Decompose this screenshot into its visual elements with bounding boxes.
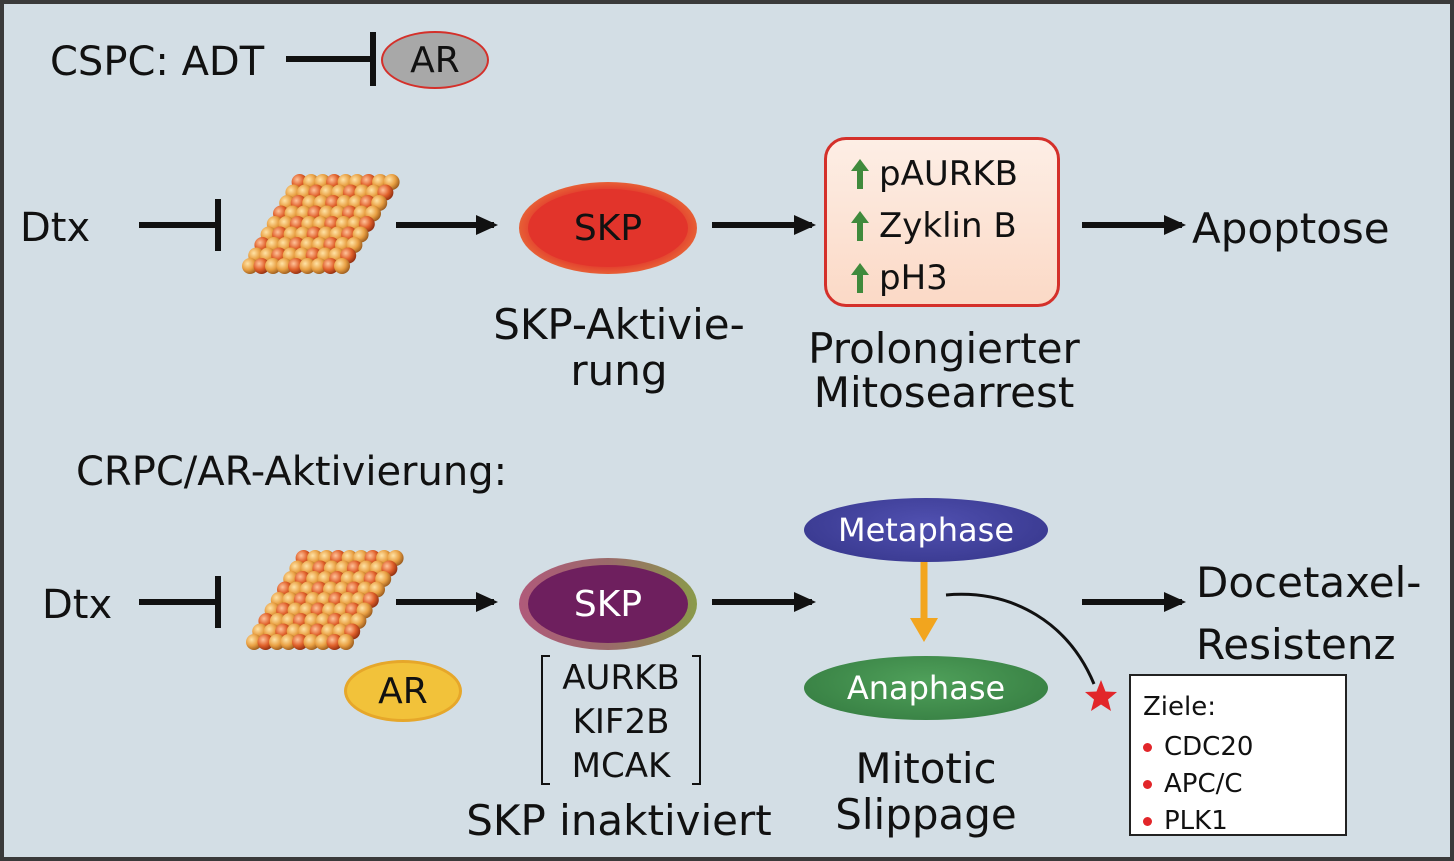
marker-label: pAURKB: [879, 154, 1018, 194]
tubulin-sphere: [334, 258, 350, 274]
skp-inactive-node: SKP: [519, 558, 697, 650]
bullet-icon: [1143, 743, 1152, 752]
targets-title: Ziele:: [1143, 692, 1217, 722]
metaphase-node: Metaphase: [804, 498, 1048, 562]
target-star: [1085, 680, 1117, 711]
tubulin-sphere: [242, 258, 258, 274]
up-arrow-icon: [851, 159, 869, 189]
lower-dtx-label: Dtx: [42, 582, 113, 628]
anaphase-node: Anaphase: [804, 656, 1048, 720]
adt-inhibits-ar: [286, 32, 376, 86]
marker-box: pAURKB Zyklin B pH3: [824, 137, 1060, 307]
tubulin-sphere: [315, 634, 331, 650]
cspc-adt-label: CSPC: ADT: [50, 39, 265, 85]
tubulin-sphere: [257, 634, 274, 650]
resistance-caption-2: Resistenz: [1196, 620, 1396, 669]
tubulin-sphere: [288, 258, 304, 274]
tubulin-sphere: [292, 634, 308, 650]
slippage-caption-1: Mitotic: [855, 744, 997, 793]
skp-activation-caption-2: rung: [570, 346, 668, 395]
marker-label: Zyklin B: [879, 206, 1017, 246]
tubulin-sphere: [322, 258, 339, 274]
target-item: CDC20: [1143, 732, 1253, 762]
target-item: APC/C: [1143, 769, 1243, 799]
tubulin-sphere: [326, 634, 343, 650]
arrest-caption-1: Prolongierter: [808, 324, 1080, 373]
marker-row: pH3: [851, 258, 948, 298]
skp-active-node: SKP: [519, 182, 697, 274]
tubulin-sphere: [280, 634, 297, 650]
gene-list: AURKB KIF2B MCAK: [540, 656, 702, 786]
targets-box: Ziele: CDC20 APC/C PLK1: [1129, 674, 1347, 836]
bullet-icon: [1143, 780, 1152, 789]
metaphase-label: Metaphase: [837, 511, 1014, 549]
target-label: PLK1: [1164, 806, 1228, 836]
marker-row: Zyklin B: [851, 206, 1017, 246]
ar-yellow-node: AR: [344, 660, 462, 722]
slippage-caption-2: Slippage: [835, 790, 1017, 839]
upper-microtubule-icon: [242, 174, 400, 274]
target-item: PLK1: [1143, 806, 1228, 836]
tubulin-sphere: [276, 258, 293, 274]
bullet-icon: [1143, 817, 1152, 826]
target-label: CDC20: [1164, 732, 1254, 762]
gene-bracket: [541, 655, 701, 785]
up-arrow-icon: [851, 211, 869, 241]
upper-dtx-label: Dtx: [20, 205, 91, 251]
skp-activation-caption-1: SKP-Aktivie-: [493, 300, 745, 349]
crpc-section-label: CRPC/AR-Aktivierung:: [76, 449, 508, 495]
skp-inactive-caption: SKP inaktiviert: [466, 796, 772, 845]
tubulin-sphere: [303, 634, 320, 650]
skp-active-label: SKP: [573, 207, 643, 249]
tubulin-sphere: [265, 258, 281, 274]
connector-layer: [139, 32, 1186, 785]
tubulin-sphere: [269, 634, 285, 650]
gene-label: AURKB: [562, 658, 680, 698]
tubulin-sphere: [299, 258, 316, 274]
targets-curve: [945, 592, 1096, 685]
anaphase-label: Anaphase: [846, 669, 1006, 707]
tubulin-sphere: [311, 258, 327, 274]
ar-yellow-label: AR: [378, 670, 428, 712]
marker-label: pH3: [879, 258, 948, 298]
gene-label: KIF2B: [572, 702, 670, 742]
ar-gray-label: AR: [410, 39, 460, 81]
skp-inactive-label: SKP: [573, 583, 643, 625]
marker-row: pAURKB: [851, 154, 1018, 194]
upper-dtx-inhibits-microtubules: [139, 199, 221, 251]
apoptose-label: Apoptose: [1192, 204, 1390, 253]
gene-label: MCAK: [571, 746, 671, 786]
target-label: APC/C: [1164, 769, 1243, 799]
lower-microtubule-icon: [246, 550, 404, 650]
tubulin-sphere: [246, 634, 262, 650]
resistance-caption-1: Docetaxel-: [1196, 558, 1422, 607]
up-arrow-icon: [851, 263, 869, 293]
ar-gray-node: AR: [381, 31, 489, 89]
tubulin-sphere: [253, 258, 270, 274]
lower-dtx-inhibits-microtubules: [139, 576, 221, 628]
slippage-arrow: [910, 562, 938, 642]
arrest-caption-2: Mitosearrest: [813, 368, 1075, 417]
tubulin-sphere: [338, 634, 354, 650]
